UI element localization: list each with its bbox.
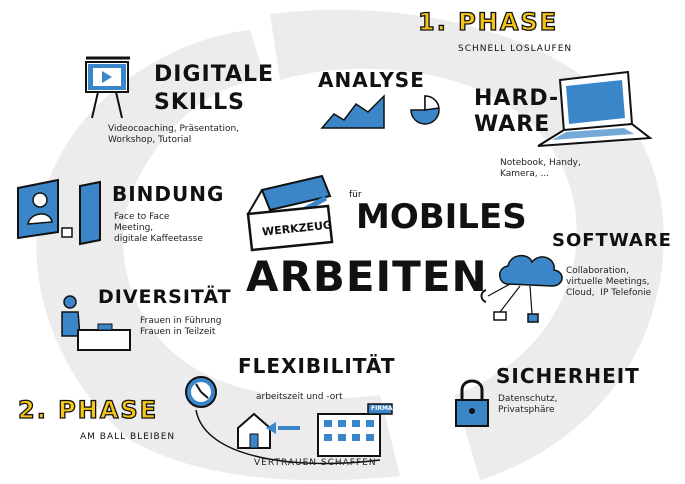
sicherheit-title: SICHERHEIT — [496, 364, 640, 388]
title-line-2: ARBEITEN — [246, 252, 488, 301]
title-line-1: MOBILES — [356, 197, 527, 237]
analyse-title: ANALYSE — [318, 68, 425, 92]
digitale-skills-title-2: SKILLS — [154, 90, 245, 115]
digitale-skills-description: Videocoaching, Präsentation, Workshop, T… — [108, 124, 240, 145]
phase-1-label: 1. PHASE — [417, 8, 559, 36]
hardware-title-2: WARE — [474, 112, 551, 137]
digitale-skills-title-1: DIGITALE — [154, 62, 275, 87]
video-call-icon — [17, 178, 101, 246]
hardware-title-1: HARD- — [474, 86, 560, 111]
laptop-icon — [537, 70, 653, 147]
hardware-description: Notebook, Handy, Kamera, ... — [500, 158, 581, 179]
analysis-chart-icon — [320, 94, 440, 129]
padlock-icon — [455, 379, 489, 427]
flexibilitaet-subtitle: VERTRAUEN SCHAFFEN — [254, 458, 377, 468]
flexibilitaet-description: arbeitszeit und -ort — [256, 392, 343, 402]
bindung-title: BINDUNG — [112, 182, 225, 206]
toolbox-icon — [246, 174, 334, 252]
bindung-description: Face to Face Meeting, digitale Kaffeetas… — [114, 212, 203, 244]
phase-1-subtitle: SCHNELL LOSLAUFEN — [458, 44, 573, 54]
phase-2-subtitle: AM BALL BLEIBEN — [80, 432, 176, 442]
sicherheit-description: Datenschutz, Privatsphäre — [498, 394, 558, 415]
company-sign: FIRMA — [371, 405, 393, 412]
title-prefix: für — [349, 190, 362, 200]
woman-at-desk-icon — [61, 295, 131, 351]
flexibility-icons — [185, 376, 393, 465]
software-description: Collaboration, virtuelle Meetings, Cloud… — [566, 266, 652, 298]
phase-2-label: 2. PHASE — [17, 396, 159, 424]
software-title: SOFTWARE — [552, 230, 672, 251]
flexibilitaet-title: FLEXIBILITÄT — [238, 354, 396, 378]
cloud-network-icon — [480, 254, 563, 323]
diversitaet-title: DIVERSITÄT — [98, 286, 232, 308]
flipchart-icon — [85, 56, 130, 119]
diversitaet-description: Frauen in Führung Frauen in Teilzeit — [140, 316, 222, 337]
